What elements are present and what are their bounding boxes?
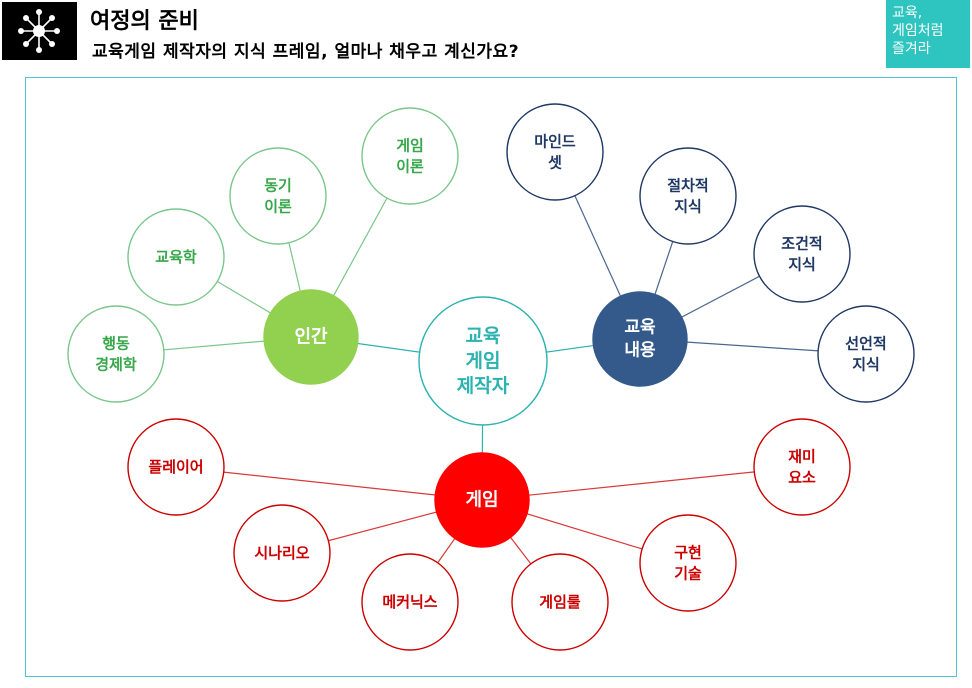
game-leaf-node-label: 시나리오 [254,544,309,562]
education-leaf-node-label: 조건적 [781,235,822,253]
human-leaf-node-circle [361,107,459,205]
game-leaf-node-circle [233,504,331,602]
game-leaf-link [175,466,483,501]
education-leaf-node-circle [817,305,915,403]
human-leaf-node-label: 이론 [264,198,292,216]
game-leaf-node-circle [361,553,459,651]
education-hub-node-label: 교육 [624,318,656,338]
education-leaf-node-circle [753,205,851,303]
game-leaf-node-label: 재미 [788,448,816,466]
game-leaf-node-label: 플레이어 [148,458,203,476]
corner-tag-line: 즐겨라 [892,41,931,57]
corner-tag-line: 게임처럼 [892,23,944,39]
game-hub-node-circle [434,452,530,548]
education-hub-node-label: 내용 [624,341,656,361]
game-leaf-node: 시나리오 [233,504,331,602]
game-leaf-node-label: 기술 [674,565,702,583]
education-leaf-node-label: 마인드 [534,133,576,151]
game-leaf-node: 플레이어 [127,418,225,516]
education-leaf-node-label: 지식 [788,256,816,274]
human-leaf-node-circle [67,305,165,403]
game-leaf-node-label: 요소 [788,469,816,487]
human-hub-node: 인간 [263,289,359,385]
game-leaf-node: 메커닉스 [361,553,459,651]
game-leaf-node-circle [511,553,609,651]
education-leaf-node-label: 지식 [674,198,702,216]
game-leaf-link [481,466,803,501]
human-leaf-node-circle [229,147,327,245]
page-title: 여정의 준비 [90,9,199,34]
game-hub-node-label: 게임 [465,490,498,511]
human-leaf-node: 교육학 [127,208,225,306]
center-node-label: 게임 [466,350,501,372]
education-leaf-node-circle [639,147,737,245]
page-subtitle: 교육게임 제작자의 지식 프레임, 얼마나 채우고 계신가요? [92,42,520,62]
game-leaf-node-label: 메커닉스 [382,593,437,611]
human-leaf-node-label: 이론 [396,158,424,176]
human-leaf-node-circle [127,208,225,306]
center-node-label: 제작자 [457,375,510,397]
game-hub-node: 게임 [434,452,530,548]
center-node-label: 교육 [466,325,501,347]
game-leaf-node-circle [639,514,737,612]
human-leaf-node-label: 행동 [102,335,130,353]
education-leaf-node-label: 지식 [852,356,880,374]
human-leaf-node-label: 경제학 [95,356,137,374]
human-leaf-node-label: 게임 [396,137,424,155]
game-leaf-node-circle [127,418,225,516]
education-leaf-node-label: 셋 [548,154,562,172]
game-leaf-node-label: 게임룰 [539,593,581,611]
education-hub-node-circle [592,291,688,387]
human-leaf-node-label: 동기 [264,177,292,195]
education-leaf-node-label: 선언적 [845,335,886,353]
network-logo [2,2,77,60]
education-leaf-node-label: 절차적 [667,177,708,195]
education-leaf-node-circle [506,103,604,201]
game-leaf-node-circle [753,418,851,516]
diagram-frame [25,77,957,677]
human-hub-node-circle [263,289,359,385]
center-node-circle [418,296,548,426]
corner-tag: 교육, 게임처럼 즐겨라 [886,0,970,68]
corner-tag-line: 교육, [892,5,923,21]
human-hub-node-label: 인간 [294,327,328,348]
network-icon [18,9,60,53]
game-leaf-node-label: 구현 [674,544,702,562]
game-leaf-node: 게임룰 [511,553,609,651]
human-leaf-node-label: 교육학 [155,248,197,266]
